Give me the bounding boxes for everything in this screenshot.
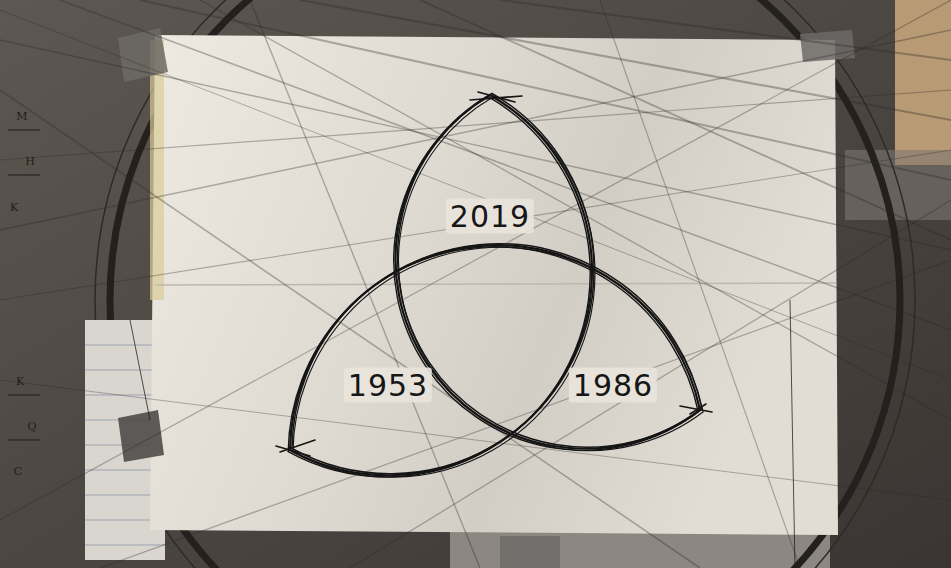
dial-letter: Q (27, 421, 36, 433)
pattern-scrap (500, 536, 560, 568)
dial-letter: K (16, 376, 24, 388)
wall-paper-scrap (450, 530, 830, 568)
paper-sheet (150, 35, 838, 535)
brown-note (895, 0, 951, 165)
year-label: 1953 (344, 368, 432, 403)
dial-letter: H (25, 156, 35, 168)
paper-edge-tape (150, 40, 164, 300)
dial-letter: K (10, 202, 18, 214)
dial-letter: M (16, 111, 27, 123)
paper-fold (155, 283, 836, 285)
tape (118, 28, 168, 82)
dial-ticks (8, 130, 40, 440)
dial-letter: C (14, 466, 22, 478)
year-label: 1986 (569, 368, 657, 403)
tape (118, 410, 164, 462)
dial-circle (110, 0, 900, 568)
triquetra (276, 92, 712, 477)
dial-circle (95, 0, 915, 568)
year-label: 2019 (446, 199, 534, 234)
strings (130, 300, 795, 568)
